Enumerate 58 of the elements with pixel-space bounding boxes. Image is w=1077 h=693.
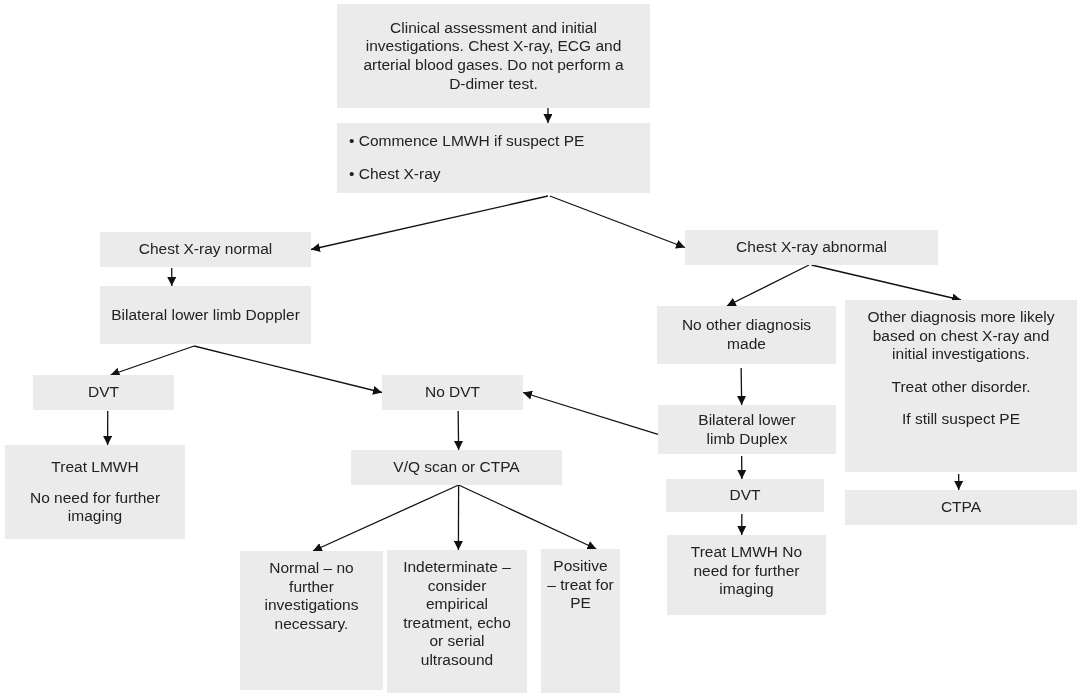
process-box — [658, 405, 836, 454]
box-text: Chest X-ray abnormal — [736, 238, 887, 257]
arrow — [109, 345, 195, 377]
box-text: DVT — [88, 383, 119, 402]
box-text: If still suspect PE — [902, 410, 1020, 429]
arrow — [454, 410, 463, 451]
process-box — [337, 123, 650, 193]
arrow — [453, 484, 463, 551]
process-box — [382, 375, 523, 410]
arrow — [103, 410, 113, 446]
arrow — [737, 513, 747, 536]
process-box — [666, 479, 824, 512]
box-text: • Commence LMWH if suspect PE — [349, 132, 585, 151]
arrow — [457, 484, 597, 550]
arrow — [810, 264, 962, 303]
arrow — [167, 267, 177, 287]
box-text: Clinical assessment and initial investigations. Chest X-ray, ECG and arterial blood gases. Do not perform a D-dimer test. — [362, 18, 625, 94]
box-text: Positive – treat for PE — [547, 557, 614, 613]
process-box — [240, 551, 383, 690]
arrow — [954, 473, 964, 491]
box-text: No DVT — [424, 383, 481, 402]
box-text: Indeterminate – consider empirical treatment, echo or serial ultrasound — [402, 558, 512, 670]
process-box — [667, 535, 826, 615]
process-box — [845, 300, 1077, 472]
arrow — [310, 195, 549, 252]
box-text: Bilateral lower limb Doppler — [111, 305, 300, 325]
box-text: CTPA — [940, 498, 982, 517]
box-text: Treat LMWH No need for further imaging — [689, 543, 804, 599]
box-text: V/Q scan or CTPA — [393, 458, 520, 477]
box-text: Bilateral lower limb Duplex — [697, 410, 797, 449]
process-box — [685, 230, 938, 265]
arrow — [549, 195, 686, 249]
box-text: Other diagnosis more likely based on chest X-ray and initial investigations. — [866, 308, 1056, 364]
arrow — [726, 264, 810, 307]
process-box — [337, 4, 650, 108]
arrow — [312, 484, 460, 552]
process-box — [33, 375, 174, 410]
box-text: DVT — [729, 486, 761, 505]
box-text: Treat other disorder. — [891, 377, 1031, 397]
box-text: • Chest X-ray — [349, 165, 441, 184]
arrow — [193, 345, 383, 395]
process-box — [657, 306, 836, 364]
process-box — [541, 549, 620, 693]
box-text: Normal – no further investigations necessary. — [263, 559, 360, 634]
box-text: Treat LMWH — [51, 458, 139, 477]
arrow — [737, 367, 747, 406]
process-box — [351, 450, 562, 485]
process-box — [100, 232, 311, 267]
arrow — [522, 390, 659, 436]
arrow — [543, 107, 553, 124]
box-text: No need for further imaging — [28, 488, 162, 526]
process-box — [845, 490, 1077, 525]
box-text: Chest X-ray normal — [138, 240, 273, 259]
process-box — [387, 550, 527, 693]
arrow — [737, 455, 747, 480]
process-box — [100, 286, 311, 344]
box-text: No other diagnosis made — [680, 316, 813, 354]
process-box — [5, 445, 185, 539]
